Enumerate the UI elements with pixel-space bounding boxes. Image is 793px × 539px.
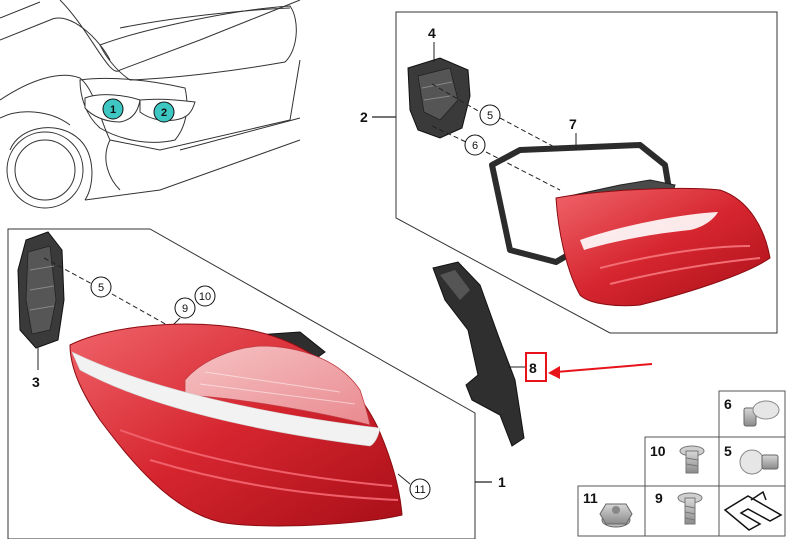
callout-5-upper: 5 <box>479 104 501 126</box>
hardware-cell-10: 10 <box>650 443 705 474</box>
hardware-cell-5: 5 <box>724 443 779 475</box>
hardware-cell-symbol <box>723 490 783 531</box>
part-label-2: 2 <box>360 109 368 125</box>
hardware-cell-5-label: 5 <box>724 443 732 459</box>
callout-10: 10 <box>194 285 216 307</box>
assembly-frame-1 <box>7 228 476 539</box>
part-label-7: 7 <box>569 116 577 132</box>
part-label-3: 3 <box>32 374 40 390</box>
callout-11: 11 <box>409 478 431 500</box>
screw-icon <box>679 445 705 474</box>
callout-5-lower-label: 5 <box>98 282 104 294</box>
callout-5-lower: 5 <box>90 276 112 298</box>
callout-6-upper: 6 <box>464 134 486 156</box>
bulb-small-icon <box>743 400 780 427</box>
highlight-arrow <box>548 363 653 379</box>
callout-6-upper-label: 6 <box>472 140 478 152</box>
hardware-cell-6: 6 <box>724 396 780 427</box>
callout-5-upper-label: 5 <box>487 110 493 122</box>
callout-vehicle-1: 1 <box>102 98 124 120</box>
callout-vehicle-2-label: 2 <box>161 107 167 119</box>
hardware-cell-9-label: 9 <box>655 490 663 506</box>
hardware-cell-11: 11 <box>583 490 633 528</box>
callout-10-label: 10 <box>199 291 211 303</box>
vehicle-rear-sketch <box>0 0 301 209</box>
part-label-8: 8 <box>529 360 537 376</box>
tail-lamp-outer <box>69 323 403 527</box>
part-8-highlight-box <box>525 352 547 382</box>
tail-lamp-inner <box>555 179 771 307</box>
hardware-cell-11-label: 11 <box>583 490 598 506</box>
callout-vehicle-2: 2 <box>153 101 175 123</box>
bulb-icon <box>739 449 779 475</box>
bracket-8 <box>432 261 525 447</box>
hardware-cell-6-label: 6 <box>724 396 732 412</box>
bulb-holder-3 <box>17 231 65 349</box>
nut-icon <box>599 503 633 528</box>
washer-symbol-icon <box>723 490 783 531</box>
assembly-frame-2 <box>395 11 778 334</box>
hardware-cell-10-label: 10 <box>650 443 666 459</box>
hardware-grid <box>577 390 786 537</box>
callout-vehicle-1-label: 1 <box>110 104 116 116</box>
hardware-cell-9: 9 <box>655 490 703 525</box>
part-label-1: 1 <box>498 474 506 490</box>
bulb-holder-4 <box>407 57 471 139</box>
part-label-4: 4 <box>428 25 436 41</box>
callout-9: 9 <box>174 297 196 319</box>
callout-11-label: 11 <box>414 484 425 496</box>
gasket-7 <box>489 142 673 265</box>
callout-9-label: 9 <box>182 303 188 315</box>
screw-icon <box>677 492 703 525</box>
